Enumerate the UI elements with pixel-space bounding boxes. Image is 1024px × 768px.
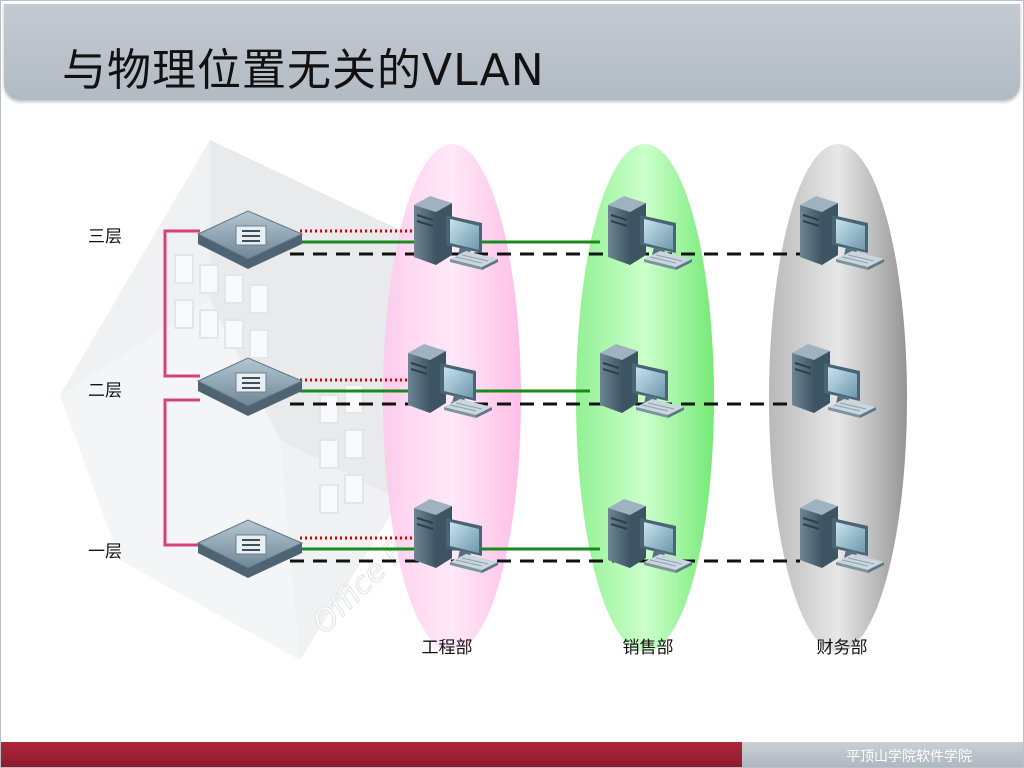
floor-label-3: 三层	[88, 227, 122, 247]
footer-text: 平顶山学院软件学院	[846, 749, 972, 765]
footer-accent-bar	[0, 742, 742, 768]
dept-label-sales: 销售部	[622, 638, 674, 658]
title-bar	[4, 4, 1020, 100]
dept-label-engineering: 工程部	[421, 638, 473, 658]
floor-label-2: 二层	[88, 381, 122, 401]
dept-label-finance: 财务部	[816, 638, 868, 658]
footer-info-bar	[742, 742, 1024, 768]
trunk-links	[163, 229, 200, 547]
vlan-diagram: Office B	[60, 140, 907, 660]
page-title: 与物理位置无关的VLAN	[62, 45, 545, 96]
floor-label-1: 一层	[88, 542, 122, 562]
